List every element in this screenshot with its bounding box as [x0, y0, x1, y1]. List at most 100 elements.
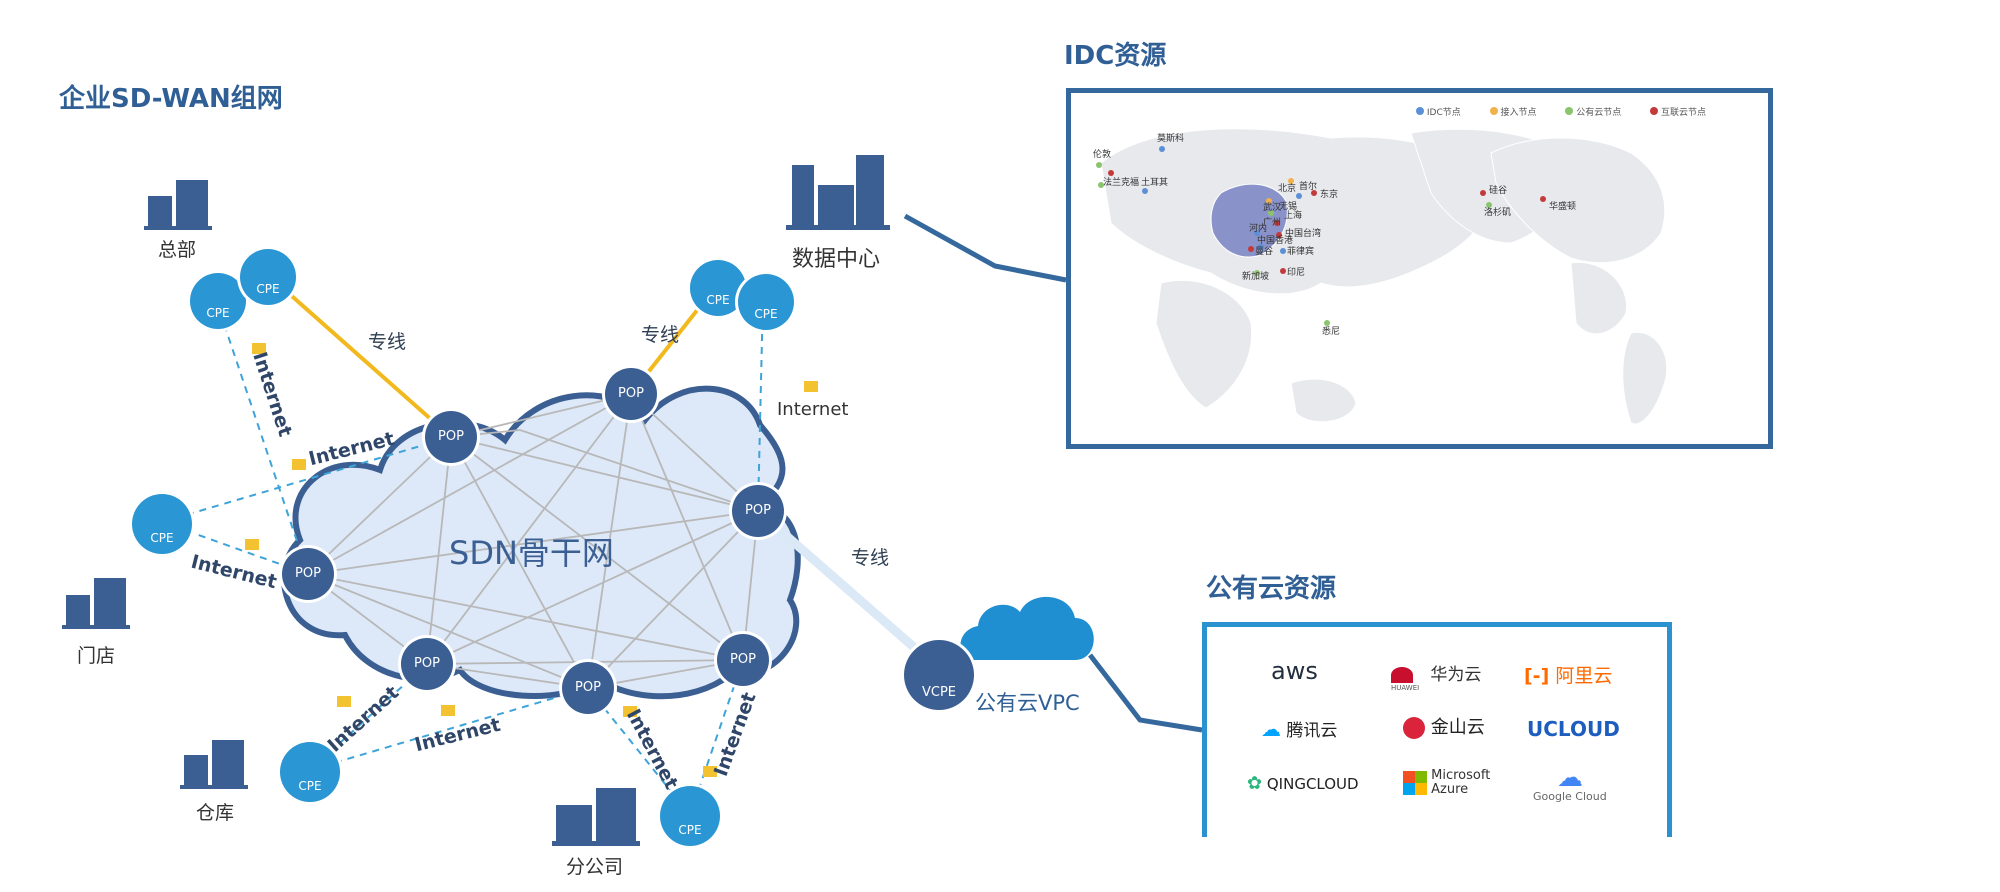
vcpe-label: VCPE — [921, 685, 957, 700]
city-label: 悉尼 — [1322, 327, 1341, 337]
public-cloud-title: 公有云资源 — [1206, 574, 1337, 604]
city-label: 土耳其 — [1141, 178, 1169, 188]
idc-map: IDC节点 接入节点 公有云节点 互联云节点 莫斯科 伦敦 法兰克福 土耳其 北… — [1066, 88, 1773, 449]
pop-node[interactable]: POP — [605, 368, 657, 420]
city-label: 武汉 — [1263, 203, 1282, 213]
city-label: 菲律宾 — [1287, 247, 1315, 257]
google-cloud-logo[interactable]: ☁ Google Cloud — [1533, 765, 1607, 802]
cpe-device-dc-2[interactable]: CPE — [738, 274, 794, 330]
city-label: 东京 — [1320, 190, 1339, 200]
pop-node[interactable]: POP — [732, 485, 784, 537]
tencent-cloud-icon: ☁ — [1261, 717, 1281, 741]
pop-node[interactable]: POP — [717, 634, 769, 686]
cpe-label: CPE — [206, 306, 230, 320]
warehouse-label: 仓库 — [196, 802, 235, 824]
aws-logo[interactable]: aws — [1271, 659, 1318, 683]
dedicated-line-label-dc: 专线 — [641, 324, 680, 346]
cpe-device-hq-1[interactable]: CPE — [190, 273, 246, 329]
city-label: 硅谷 — [1489, 186, 1508, 196]
cpe-label: CPE — [678, 823, 702, 837]
dedicated-line-label-vpc: 专线 — [851, 547, 890, 569]
huawei-cloud-label: 华为云 — [1430, 665, 1482, 685]
kingsoft-cloud-icon — [1403, 717, 1425, 739]
city-label: 中国香港 — [1257, 236, 1294, 246]
cpe-device-branch[interactable]: CPE — [660, 786, 720, 846]
aliyun-bracket-icon: [-] — [1524, 665, 1550, 687]
pop-node[interactable]: POP — [562, 662, 614, 714]
city-label: 洛杉矶 — [1484, 208, 1512, 218]
city-label: 新加坡 — [1242, 272, 1270, 282]
huawei-flower-icon — [1391, 667, 1413, 683]
datacenter-connector — [903, 213, 1067, 283]
legend-idc: IDC节点 — [1426, 108, 1461, 118]
public-cloud-icon — [960, 596, 1094, 660]
cpe-label: CPE — [256, 282, 280, 296]
vcpe-device[interactable]: VCPE — [904, 640, 974, 710]
city-label: 无锡 — [1279, 202, 1298, 212]
kingsoft-cloud-label: 金山云 — [1430, 717, 1485, 738]
legend-access: 接入节点 — [1500, 108, 1537, 118]
backbone-label: SDN骨干网 — [449, 534, 614, 572]
hq-label: 总部 — [158, 239, 197, 261]
world-map — [1096, 128, 1668, 425]
cpe-label: CPE — [754, 307, 778, 321]
map-legend: IDC节点 接入节点 公有云节点 互联云节点 — [1416, 105, 1706, 118]
legend-public-cloud: 公有云节点 — [1576, 108, 1622, 118]
city-label: 首尔 — [1299, 182, 1318, 192]
aws-label: aws — [1271, 657, 1318, 685]
huawei-cloud-logo[interactable]: 华为云 HUAWEI — [1391, 667, 1481, 692]
legend-interconnect: 互联云节点 — [1661, 108, 1707, 118]
google-cloud-label: Google Cloud — [1533, 790, 1607, 803]
aliyun-label: 阿里云 — [1555, 665, 1613, 687]
cpe-device-store[interactable]: CPE — [132, 494, 192, 554]
datacenter-building-icon — [786, 155, 890, 230]
backbone-mesh — [307, 393, 759, 689]
dedicated-line-label-hq: 专线 — [368, 331, 407, 353]
vcpe-dedicated-link — [755, 507, 943, 674]
qingcloud-logo[interactable]: ✿ QINGCLOUD — [1247, 775, 1359, 793]
azure-logo[interactable]: Microsoft Azure — [1403, 768, 1491, 798]
store-label: 门店 — [77, 645, 116, 667]
cpe-label: CPE — [150, 531, 174, 545]
city-label: 上海 — [1284, 211, 1303, 221]
cpe-device-dc-1[interactable]: CPE — [690, 260, 746, 316]
lock-icons — [245, 343, 818, 777]
branch-label: 分公司 — [566, 856, 624, 878]
map-node-dots — [1096, 146, 1546, 326]
cpe-label: CPE — [706, 293, 730, 307]
city-label: 中国台湾 — [1285, 229, 1322, 239]
cpe-label: CPE — [298, 779, 322, 793]
datacenter-label: 数据中心 — [792, 247, 881, 272]
aliyun-logo[interactable]: [-] 阿里云 — [1524, 667, 1612, 686]
pop-node[interactable]: POP — [425, 411, 477, 463]
kingsoft-cloud-logo[interactable]: 金山云 — [1403, 717, 1485, 739]
idc-title: IDC资源 — [1064, 41, 1167, 71]
city-label: 曼谷 — [1255, 247, 1274, 257]
vpc-label: 公有云VPC — [975, 691, 1080, 715]
warehouse-building-icon — [180, 740, 248, 789]
qingcloud-icon: ✿ — [1247, 773, 1263, 794]
store-building-icon — [62, 578, 130, 629]
pop-node[interactable]: POP — [282, 548, 334, 600]
tencent-cloud-logo[interactable]: ☁ 腾讯云 — [1261, 719, 1337, 740]
cpe-device-hq-2[interactable]: CPE — [240, 249, 296, 305]
azure-label-line2: Azure — [1431, 782, 1469, 798]
cpe-device-warehouse[interactable]: CPE — [280, 742, 340, 802]
hq-building-icon — [144, 180, 212, 230]
pop-node[interactable]: POP — [401, 638, 453, 690]
tencent-cloud-label: 腾讯云 — [1286, 721, 1338, 741]
internet-label-dc: Internet — [777, 399, 849, 420]
city-label: 法兰克福 — [1103, 178, 1140, 188]
vpc-connector — [1088, 653, 1203, 733]
ucloud-label: UCLOUD — [1527, 717, 1620, 741]
city-label: 河内 — [1249, 224, 1268, 234]
city-label: 伦敦 — [1093, 150, 1112, 160]
azure-label-line1: Microsoft — [1431, 768, 1491, 783]
public-cloud-box: aws 华为云 HUAWEI [-] 阿里云 ☁ 腾讯云 金山云 UCLOUD … — [1202, 622, 1672, 837]
city-label: 莫斯科 — [1157, 134, 1185, 144]
ucloud-logo[interactable]: UCLOUD — [1527, 719, 1620, 739]
huawei-small-label: HUAWEI — [1391, 684, 1420, 692]
city-label: 印尼 — [1287, 268, 1306, 278]
